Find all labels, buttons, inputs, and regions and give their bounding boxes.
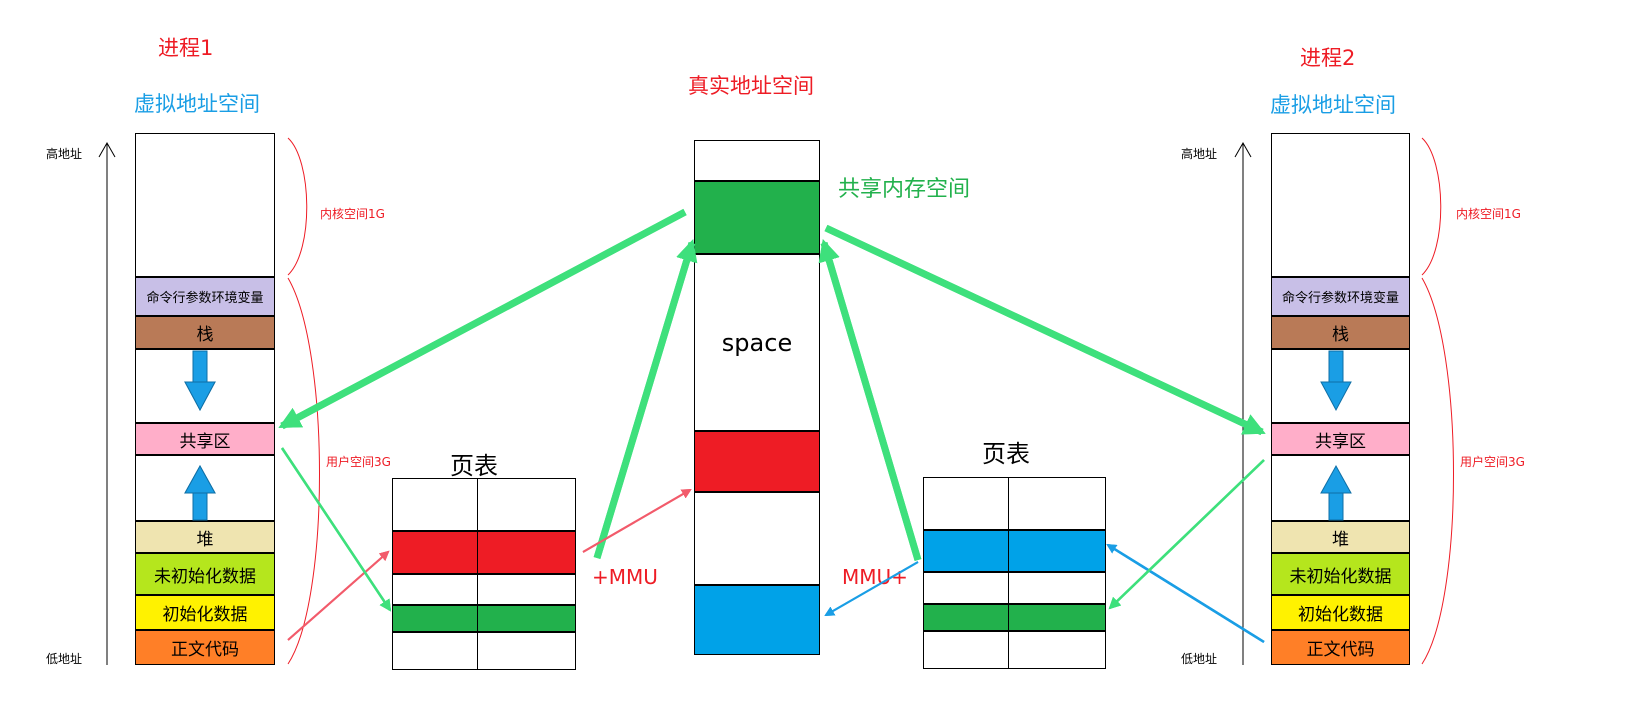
left-kernel-bracket (287, 137, 308, 276)
right-user-bracket (1421, 277, 1454, 665)
right-pt-row-3 (923, 572, 1106, 604)
process1-kernel-segment (135, 133, 275, 277)
text-to-pagetable-arrow (287, 550, 390, 641)
process2-data-segment: 初始化数据 (1271, 595, 1410, 630)
process1-high-addr: 高地址 (46, 147, 83, 161)
process1-user-label: 用户空间3G (326, 455, 391, 469)
physical-shared-block (694, 181, 820, 254)
process2-title: 进程2 (1300, 46, 1356, 70)
process1-heap-gap (135, 455, 275, 521)
physical-empty-block (694, 492, 820, 585)
process2-env-segment: 命令行参数环境变量 (1271, 277, 1410, 316)
process2-high-addr: 高地址 (1181, 147, 1218, 161)
process1-shared-segment: 共享区 (135, 423, 275, 455)
right-pt-row-1 (923, 477, 1106, 530)
physical-title: 真实地址空间 (688, 74, 814, 98)
left-pt-row-green (392, 605, 576, 632)
right-pt-row-green (923, 604, 1106, 631)
process2-kernel-segment (1271, 133, 1410, 277)
physical-blue-block (694, 585, 820, 655)
process1-space-title: 虚拟地址空间 (134, 92, 260, 116)
physical-top-block (694, 140, 820, 181)
process2-user-label: 用户空间3G (1460, 455, 1525, 469)
left-pt-row-red (392, 531, 576, 574)
shared-to-pagetable-left-arrow (280, 447, 392, 612)
process1-bss-segment: 未初始化数据 (135, 553, 275, 595)
process2-heap-gap (1271, 455, 1410, 521)
process1-low-addr: 低地址 (46, 652, 83, 666)
left-pt-row-3 (392, 574, 576, 605)
process2-heap-segment: 堆 (1271, 521, 1410, 553)
right-page-table-title: 页表 (982, 440, 1030, 468)
pagetable-to-physical-red-arrow (582, 488, 692, 553)
process2-text-segment: 正文代码 (1271, 630, 1410, 665)
process2-kernel-label: 内核空间1G (1456, 207, 1521, 221)
process2-shared-segment: 共享区 (1271, 423, 1410, 455)
shared-memory-label: 共享内存空间 (838, 177, 971, 202)
process2-bss-segment: 未初始化数据 (1271, 553, 1410, 595)
process1-kernel-label: 内核空间1G (320, 207, 385, 221)
shared-arrow-left (278, 208, 687, 430)
process2-stack-segment: 栈 (1271, 316, 1410, 349)
right-pt-row-5 (923, 631, 1106, 669)
process1-env-segment: 命令行参数环境变量 (135, 277, 275, 316)
process1-data-segment: 初始化数据 (135, 595, 275, 630)
right-pt-row-blue (923, 530, 1106, 572)
right-kernel-bracket (1421, 137, 1442, 276)
left-pt-row-1 (392, 478, 576, 531)
right-address-axis (1234, 141, 1252, 665)
physical-red-block (694, 431, 820, 492)
mmu-arrow-left-up (593, 239, 698, 560)
shared-arrow-right (824, 224, 1266, 436)
left-mmu-label: +MMU (592, 565, 658, 589)
process1-title: 进程1 (158, 36, 214, 60)
right-pt-divider (1008, 477, 1009, 669)
process1-heap-segment: 堆 (135, 521, 275, 553)
process1-stack-segment: 栈 (135, 316, 275, 349)
left-page-table-title: 页表 (450, 452, 498, 480)
process2-stack-gap (1271, 349, 1410, 423)
physical-space-block: space (694, 254, 820, 431)
process2-low-addr: 低地址 (1181, 652, 1218, 666)
left-pt-row-5 (392, 632, 576, 670)
left-pt-divider (477, 478, 478, 670)
process1-stack-gap (135, 349, 275, 423)
process2-space-title: 虚拟地址空间 (1270, 93, 1396, 117)
text2-to-pagetable-arrow (1106, 543, 1265, 644)
right-mmu-label: MMU+ (842, 565, 908, 589)
mmu-arrow-right-up (818, 239, 922, 561)
left-user-bracket (287, 277, 320, 665)
shared2-to-pagetable-arrow (1108, 459, 1265, 610)
left-address-axis (98, 141, 116, 665)
process1-text-segment: 正文代码 (135, 630, 275, 665)
